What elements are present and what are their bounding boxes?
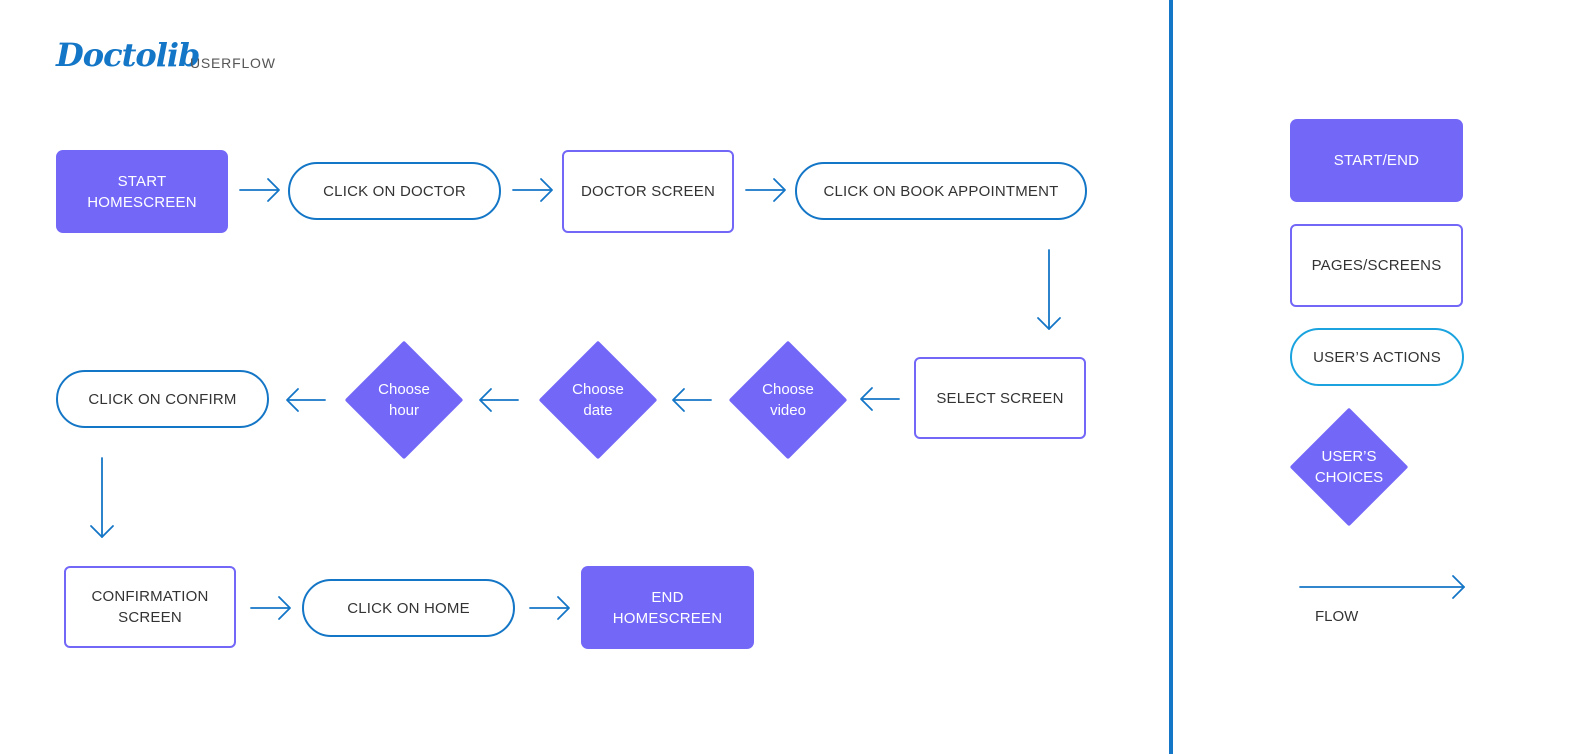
end-homescreen-node: END HOMESCREEN (581, 566, 754, 649)
node-label-line: date (583, 402, 613, 419)
click-on-book-appointment-node: CLICK ON BOOK APPOINTMENT (795, 162, 1087, 220)
arrow-down (90, 457, 114, 538)
node-label-line: HOMESCREEN (87, 193, 197, 211)
legend-label-line: CHOICES (1314, 469, 1384, 486)
arrow-right (529, 596, 570, 620)
node-label-line: Choose (378, 381, 430, 398)
node-label: DOCTOR SCREEN (580, 183, 715, 200)
confirmation-screen-node: CONFIRMATION SCREEN (64, 566, 236, 648)
legend-pages-screens: PAGES/SCREENS (1290, 224, 1463, 307)
choose-hour-decision: Choose hour (344, 340, 464, 460)
node-label-line: END (651, 588, 684, 606)
legend-flow-arrow (1299, 575, 1465, 599)
arrow-down (1037, 249, 1061, 330)
legend-users-choices: USER’S CHOICES (1289, 407, 1409, 527)
legend-start-end: START/END (1290, 119, 1463, 202)
node-label-line: Choose (762, 381, 814, 398)
node-label-line: SCREEN (118, 609, 182, 626)
legend-label: PAGES/SCREENS (1311, 257, 1442, 274)
node-label-line: CONFIRMATION (91, 588, 209, 605)
legend-flow-label: FLOW (1315, 608, 1359, 625)
choose-video-decision: Choose video (728, 340, 848, 460)
legend-divider (1169, 0, 1173, 754)
arrow-right (250, 596, 291, 620)
legend-label: START/END (1333, 152, 1420, 169)
doctolib-logo: Doctolib (56, 36, 200, 74)
legend-label-line: USER’S (1321, 448, 1377, 465)
arrow-left (672, 388, 712, 412)
choose-date-decision: Choose date (538, 340, 658, 460)
legend-users-actions: USER’S ACTIONS (1290, 328, 1464, 386)
node-label-line: START (117, 172, 167, 190)
doctor-screen-node: DOCTOR SCREEN (562, 150, 734, 233)
node-label: CLICK ON CONFIRM (88, 390, 237, 408)
arrow-right (745, 178, 786, 202)
node-label-line: Choose (572, 381, 624, 398)
node-label: CLICK ON DOCTOR (323, 182, 466, 200)
legend-label: USER’S ACTIONS (1313, 348, 1441, 366)
arrow-left (286, 388, 326, 412)
click-on-home-node: CLICK ON HOME (302, 579, 515, 637)
node-label-line: hour (388, 402, 420, 419)
node-label: SELECT SCREEN (936, 389, 1064, 407)
node-label-line: HOMESCREEN (612, 609, 723, 627)
arrow-left (479, 388, 519, 412)
arrow-right (239, 178, 280, 202)
arrow-left (860, 387, 900, 411)
node-label: CLICK ON BOOK APPOINTMENT (823, 182, 1059, 200)
start-homescreen-node: START HOMESCREEN (56, 150, 228, 233)
node-label: CLICK ON HOME (347, 599, 470, 617)
arrow-right (512, 178, 553, 202)
select-screen-node: SELECT SCREEN (914, 357, 1086, 439)
click-on-doctor-node: CLICK ON DOCTOR (288, 162, 501, 220)
node-label-line: video (770, 402, 806, 419)
page-subtitle: USERFLOW (190, 55, 276, 71)
click-on-confirm-node: CLICK ON CONFIRM (56, 370, 269, 428)
